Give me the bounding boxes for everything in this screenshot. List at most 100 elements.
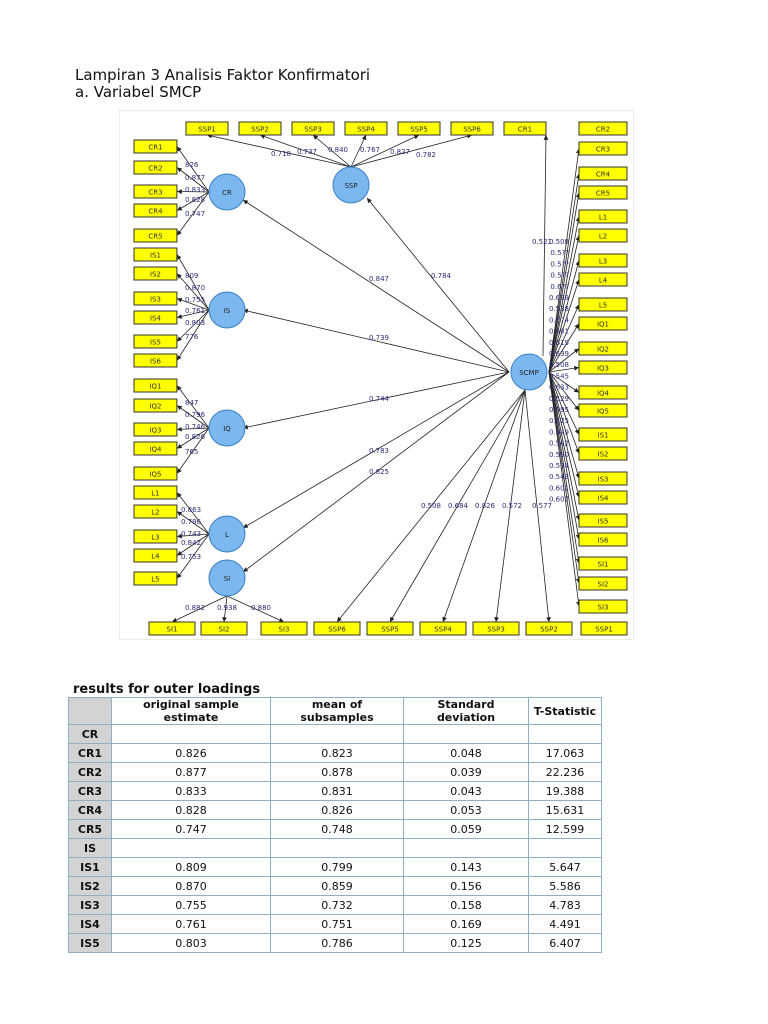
row-label: CR [68, 724, 112, 744]
structural-path-l [242, 371, 510, 529]
bottom-indicator-ssp1: SSP1 [580, 621, 628, 636]
left-indicator-l2: L2 [133, 504, 178, 519]
right-indicator-iq5: IQ5 [578, 403, 628, 418]
path-label: 0.639 [549, 294, 569, 302]
table-cell: 0.748 [270, 819, 404, 839]
loading-label: 0.827 [390, 148, 410, 156]
right-indicator-is4: IS4 [578, 490, 628, 505]
right-indicator-l4-label: L4 [599, 277, 608, 285]
table-cell [403, 838, 529, 858]
path-label: 0.508 [549, 361, 569, 369]
bottom-indicator-si3-label: SI3 [279, 626, 290, 634]
left-indicator-l2-label: L2 [151, 509, 159, 517]
scmp-right-arrow [548, 216, 581, 373]
path-label: 0.784 [431, 272, 452, 280]
latent-scmp: SCMP [510, 353, 548, 391]
loading-label: 0.877 [185, 174, 205, 182]
path-label: 0.684 [448, 502, 469, 510]
right-indicator-is6: IS6 [578, 532, 628, 547]
scmp-right-arrow [548, 371, 580, 393]
latent-iq-label: IQ [223, 425, 231, 433]
structural-path-cr1 [542, 134, 549, 357]
left-indicator-iq4-rect [133, 441, 178, 456]
table-cell: 0.870 [111, 876, 271, 896]
left-indicator-l1-rect [133, 485, 178, 500]
path-label: 0.783 [369, 447, 389, 455]
top-indicator-ssp3-rect [291, 121, 335, 136]
bottom-indicator-si1-rect [148, 621, 196, 636]
left-indicator-is5: IS5 [133, 334, 178, 349]
bottom-indicator-ssp6-rect [313, 621, 361, 636]
bottom-indicator-ssp5-label: SSP5 [381, 626, 399, 634]
loading-label: 0.747 [185, 210, 205, 218]
loading-arrow [176, 191, 210, 236]
loading-label: 776 [185, 333, 199, 341]
right-indicator-l2-label: L2 [599, 233, 607, 241]
table-cell: 0.158 [403, 895, 529, 915]
right-indicator-iq4-rect [578, 385, 628, 400]
top-indicator-ssp4-rect [344, 121, 388, 136]
right-indicator-iq5-label: IQ5 [597, 408, 609, 416]
right-indicator-cr4: CR4 [578, 166, 628, 181]
loading-arrow [206, 133, 352, 168]
loading-arrow [171, 595, 228, 623]
loading-label: 0.826 [185, 433, 206, 441]
path-label: 0.534 [549, 462, 570, 470]
latent-cr-circle [208, 173, 246, 211]
left-indicator-cr2-label: CR2 [148, 165, 162, 173]
loading-label: 0.753 [181, 553, 201, 561]
row-label: CR1 [68, 743, 112, 763]
loading-arrow [350, 133, 473, 168]
loading-label: 0.782 [416, 151, 436, 159]
path-label: 0.601 [549, 484, 569, 492]
left-indicator-iq4: IQ4 [133, 441, 178, 456]
table-cell: 22.236 [528, 762, 602, 782]
table-cell: 17.063 [528, 743, 602, 763]
bottom-indicator-ssp2-rect [525, 621, 573, 636]
table-cell: 0.803 [111, 933, 271, 953]
left-indicator-l5-label: L5 [151, 576, 159, 584]
table-cell: 0.761 [111, 914, 271, 934]
path-label: 0.545 [549, 372, 569, 380]
right-indicator-cr4-label: CR4 [596, 171, 611, 179]
right-indicator-l5: L5 [578, 297, 628, 312]
loading-arrow [176, 146, 210, 193]
table-cell: 12.599 [528, 819, 602, 839]
path-label: 0.5?? [550, 249, 569, 257]
row-label: CR2 [68, 762, 112, 782]
right-indicator-is5-label: IS5 [598, 518, 609, 526]
bottom-indicator-si1-label: SI1 [167, 626, 178, 634]
latent-si: SI [208, 559, 246, 597]
left-indicator-cr5-label: CR5 [148, 233, 162, 241]
left-indicator-l3-label: L3 [151, 534, 159, 542]
path-label: 0.574 [549, 316, 570, 324]
left-indicator-cr1-rect [133, 139, 178, 154]
left-indicator-is5-label: IS5 [150, 339, 161, 347]
top-indicator-ssp1: SSP1 [185, 121, 229, 136]
latent-is: IS [208, 291, 246, 329]
table-row: CR [68, 724, 602, 744]
loading-arrow [176, 167, 210, 193]
left-indicator-iq3-rect [133, 422, 178, 437]
left-indicator-l5: L5 [133, 571, 178, 586]
latent-is-circle [208, 291, 246, 329]
right-indicator-l5-rect [578, 297, 628, 312]
path-label: 0.572 [502, 502, 522, 510]
path-label: 0.529 [549, 395, 569, 403]
path-label: 0.825 [369, 468, 389, 476]
left-indicator-l2-rect [133, 504, 178, 519]
scmp-bottom-arrow [336, 389, 526, 623]
top-indicator-cr2-rect [578, 121, 628, 136]
loading-label: 0.842 [181, 539, 201, 547]
left-indicator-cr5: CR5 [133, 228, 178, 243]
loading-label: 0.870 [185, 284, 205, 292]
loading-label: 0.755 [185, 296, 205, 304]
scmp-bottom-arrow [389, 389, 526, 623]
table-cell [270, 838, 404, 858]
loading-arrow [312, 134, 352, 168]
table-corner [68, 697, 112, 725]
table-cell: 0.053 [403, 800, 529, 820]
